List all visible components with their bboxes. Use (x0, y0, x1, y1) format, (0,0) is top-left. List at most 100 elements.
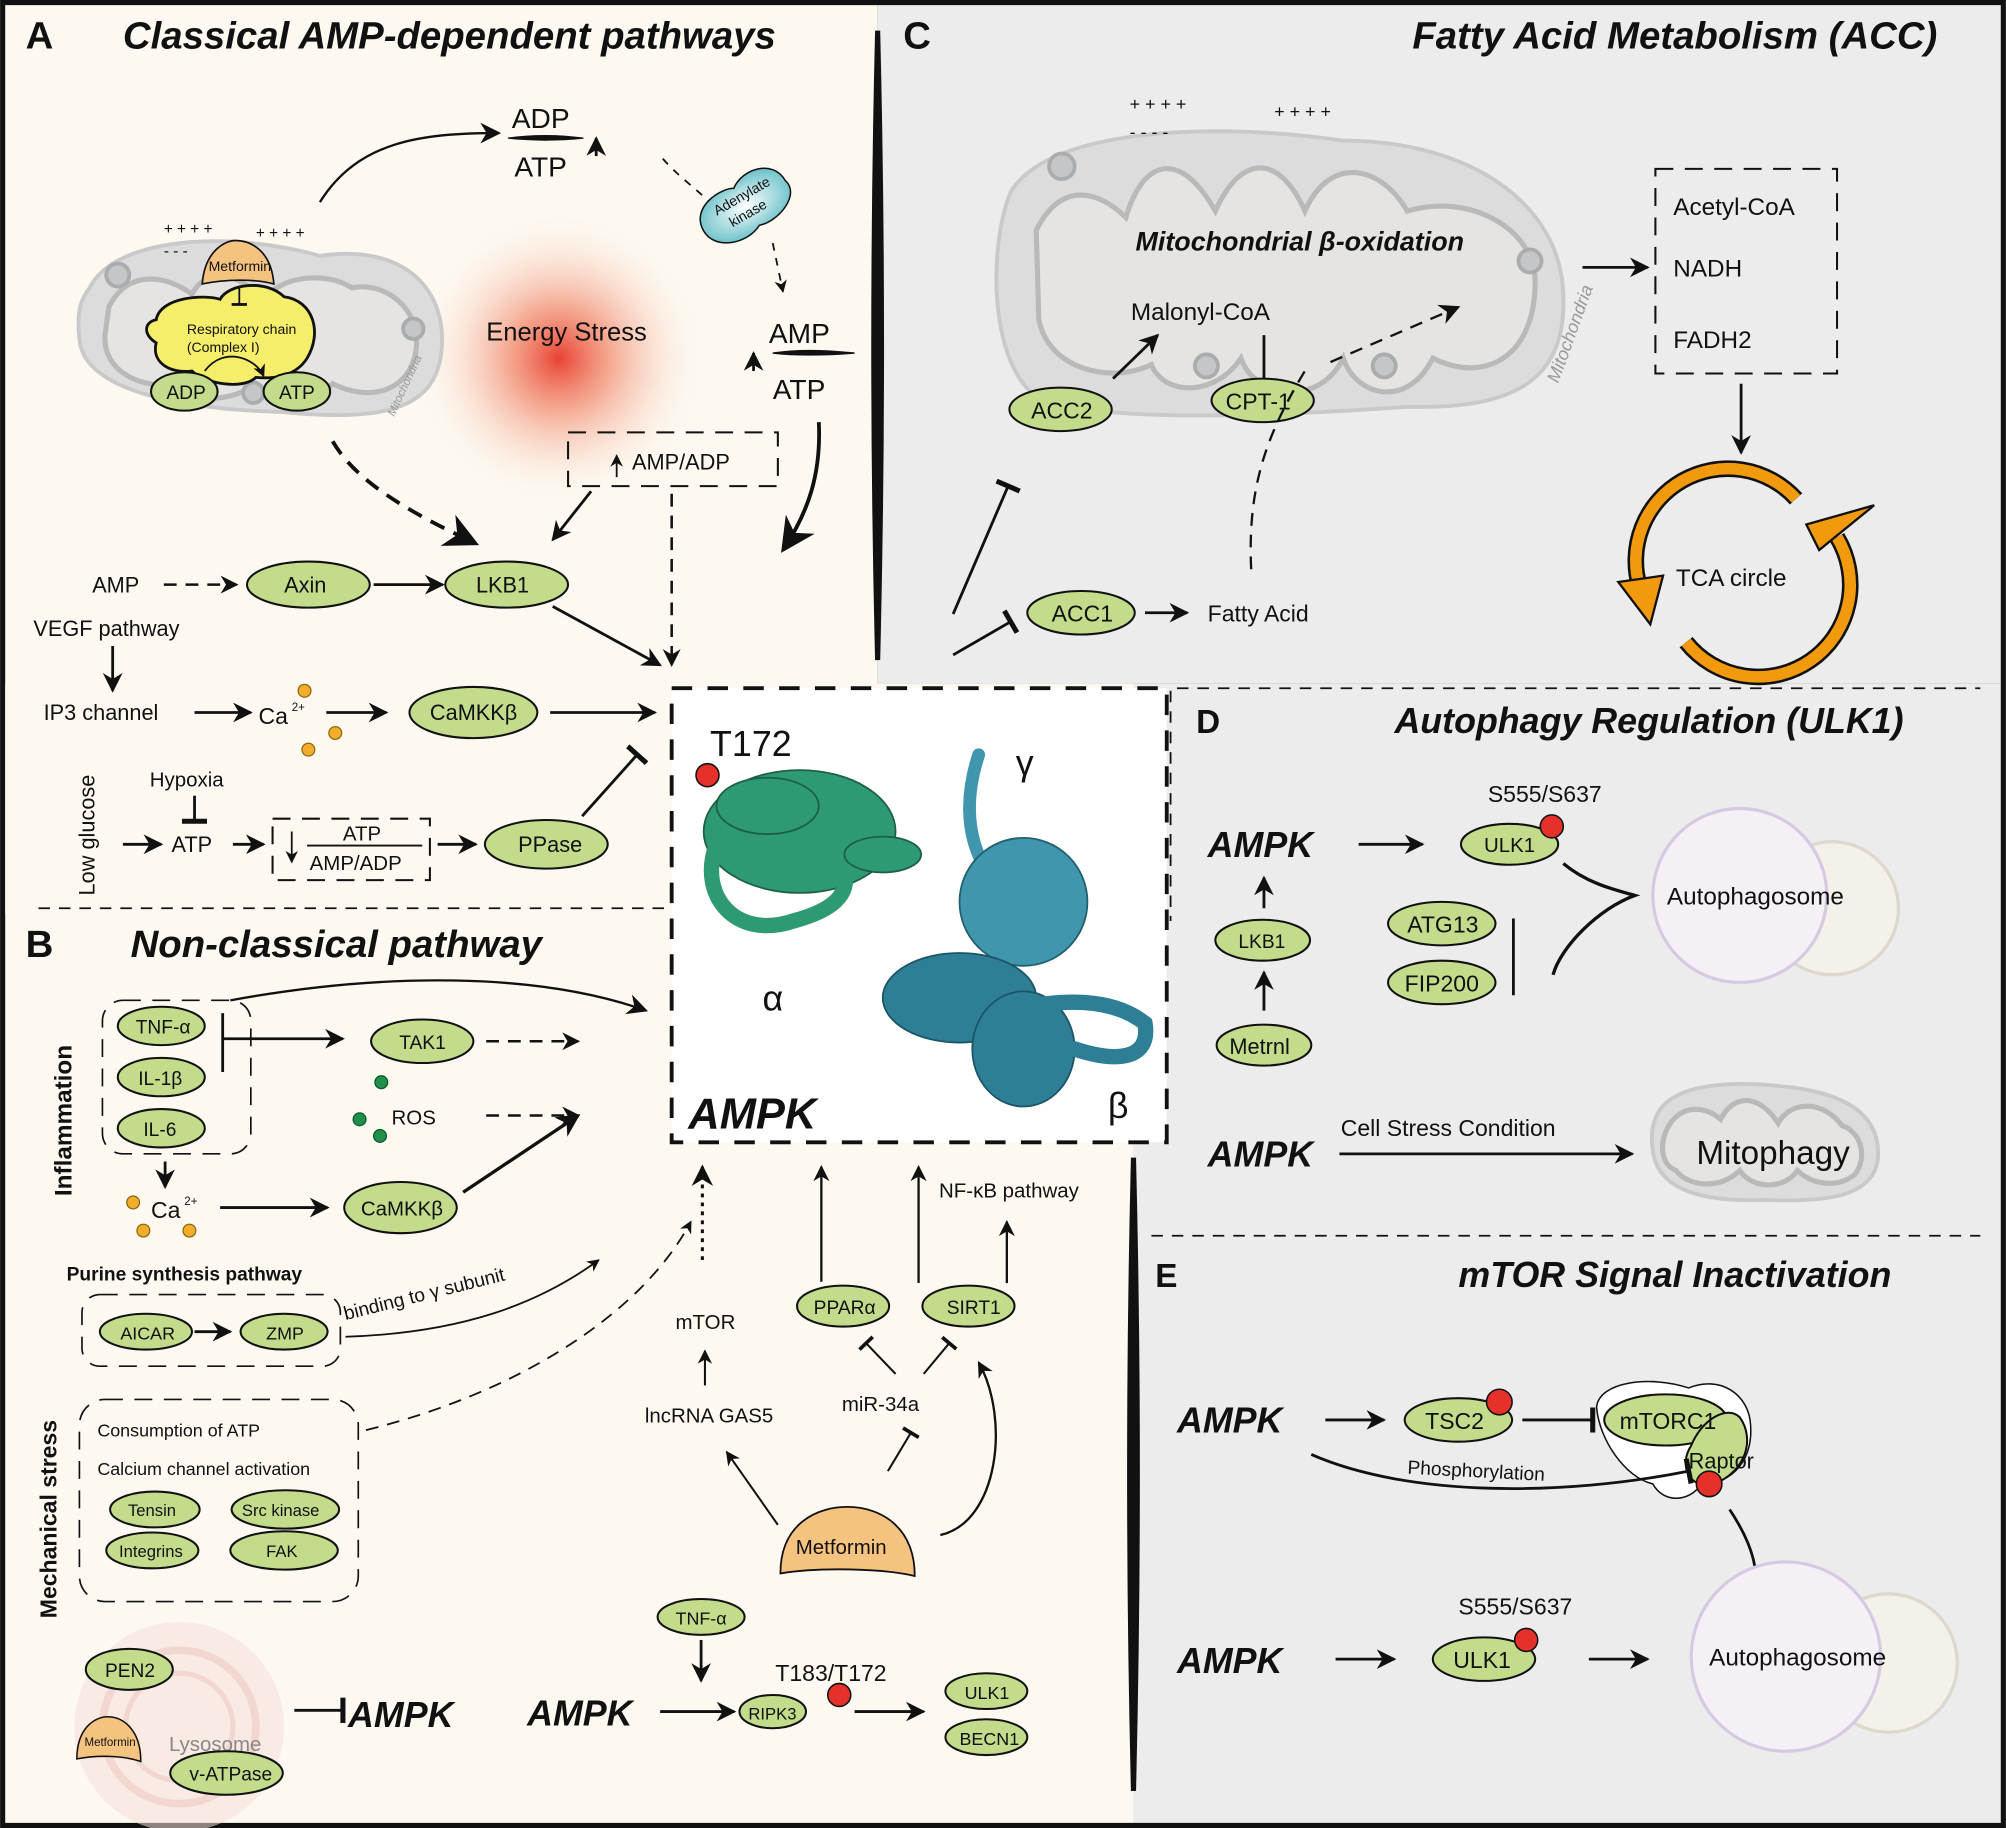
axin-node (245, 560, 371, 609)
mitochondrion-mitophagy (1649, 1082, 1880, 1203)
tensin-node (109, 1490, 201, 1529)
aicar-label: AICAR (120, 1323, 175, 1343)
ulk1-site-label-e: S555/S637 (1458, 1593, 1572, 1619)
nadh-label: NADH (1673, 255, 1742, 282)
ppase-node (483, 818, 609, 870)
panel-c-letter: C (903, 15, 931, 58)
integrins-node (105, 1531, 200, 1570)
nfkb-label: NF-κB pathway (939, 1179, 1080, 1202)
amp-label: AMP (92, 572, 139, 597)
fak-label: FAK (266, 1542, 297, 1561)
mir34a-label: miR-34a (842, 1393, 920, 1416)
divider-bde (1127, 1157, 1140, 1791)
adp-node (150, 371, 219, 412)
il1b-label: IL-1β (138, 1069, 182, 1090)
lkb1-label-a: LKB1 (476, 572, 529, 597)
tnfa-node (116, 1005, 206, 1047)
ulk1-phospho-site-d (1539, 814, 1565, 839)
aicar-node (98, 1312, 194, 1351)
ca-label-a: Ca (258, 703, 288, 729)
ratio3-num: ATP (343, 822, 381, 845)
autophagosome-e (1689, 1560, 1959, 1753)
becn1-node (944, 1718, 1029, 1757)
tsc2-node (1403, 1397, 1514, 1443)
tca-cycle (1616, 460, 1875, 686)
fip200-node (1387, 959, 1497, 1006)
atp-label-2: ATP (172, 832, 213, 857)
tak1-label: TAK1 (399, 1033, 446, 1054)
cell-stress-label: Cell Stress Condition (1341, 1115, 1556, 1141)
il6-label: IL-6 (143, 1120, 176, 1141)
membrane-plus-c2: + + + + (1274, 102, 1331, 122)
alpha-subunit (702, 769, 923, 934)
autophagosome-d (1651, 806, 1901, 985)
hypoxia-label: Hypoxia (150, 769, 225, 792)
ppase-label: PPase (518, 832, 582, 857)
energy-stress-label: Energy Stress (486, 318, 647, 346)
raptor-phospho-site (1695, 1470, 1723, 1498)
acc1-node (1026, 589, 1136, 636)
ulk1-node-e (1431, 1636, 1537, 1682)
tnfa-label-2: TNF-α (676, 1609, 727, 1629)
fadh2-label: FADH2 (1673, 327, 1751, 354)
inflammation-label: Inflammation (51, 1045, 78, 1196)
consumption-label: Consumption of ATP (97, 1421, 260, 1441)
t183-label: T183/T172 (775, 1660, 886, 1686)
mtorc1-complex (1595, 1380, 1752, 1499)
raptor-label: Raptor (1689, 1449, 1754, 1474)
metformin-a-label: Metformin (209, 258, 272, 274)
src-kinase-label: Src kinase (242, 1501, 320, 1520)
adp-label: ADP (166, 383, 205, 404)
ca-label-b: Ca (151, 1197, 181, 1223)
gamma-subunit (958, 748, 1089, 967)
vatpase-label: v-ATPase (189, 1765, 272, 1786)
acetyl-coa-label: Acetyl-CoA (1673, 194, 1795, 221)
atg13-node (1387, 900, 1497, 947)
membrane-plus-a2: + + + + (256, 225, 305, 242)
ampk-ripk3-label: AMPK (526, 1694, 636, 1734)
beta-subunit (881, 952, 1154, 1108)
il6-node (116, 1108, 206, 1149)
ripk3-label: RIPK3 (748, 1704, 796, 1723)
panel-e-title: mTOR Signal Inactivation (1458, 1255, 1891, 1295)
fatty-acid-label: Fatty Acid (1208, 601, 1309, 627)
atp-node (262, 371, 332, 412)
ulk1-label-e: ULK1 (1453, 1647, 1511, 1673)
panel-d-title: Autophagy Regulation (ULK1) (1393, 701, 1903, 741)
metrnl-node (1215, 1023, 1313, 1067)
ratio-adp-atp: ADP ATP (507, 103, 607, 183)
lncrna-label: lncRNA GAS5 (645, 1404, 773, 1427)
cpt1-node (1210, 377, 1315, 424)
atg13-label: ATG13 (1407, 912, 1478, 938)
malonyl-coa-label: Malonyl-CoA (1131, 299, 1271, 326)
autophagosome-label-d: Autophagosome (1667, 883, 1844, 910)
panel-a-title: Classical AMP-dependent pathways (123, 15, 776, 58)
beta-label: β (1108, 1086, 1129, 1126)
panel-a-letter: A (26, 15, 54, 58)
ulk1-node-d (1459, 822, 1560, 866)
respiratory-chain-label: Respiratory chain (187, 321, 296, 337)
lysosome-label: Lysosome (169, 1733, 261, 1756)
vatpase-node (169, 1750, 284, 1796)
camkkb-node-b (343, 1180, 458, 1235)
axin-label: Axin (284, 572, 326, 597)
alpha-label: α (763, 979, 784, 1019)
ratio-amp-atp: AMP ATP (743, 318, 855, 405)
ratio2-num: AMP (769, 318, 830, 349)
zmp-node (239, 1312, 329, 1351)
il1b-node (116, 1056, 206, 1098)
amp-adp-label: AMP/ADP (632, 449, 730, 474)
t172-phospho-site (695, 762, 720, 788)
amp-adp-box: AMP/ADP (567, 431, 779, 488)
mtor-label-b: mTOR (676, 1311, 736, 1334)
acc1-label: ACC1 (1052, 601, 1113, 627)
ratio3-den: AMP/ADP (310, 852, 402, 875)
camkkb-node-a (408, 685, 539, 740)
ulk1-label-b: ULK1 (965, 1683, 1010, 1703)
atp-amp-ratio-box: ATP AMP/ADP (271, 817, 431, 882)
purine-label: Purine synthesis pathway (67, 1264, 303, 1285)
calcium-channel-label: Calcium channel activation (97, 1459, 310, 1479)
sirt1-label: SIRT1 (947, 1298, 1001, 1319)
tsc2-label: TSC2 (1425, 1408, 1484, 1434)
